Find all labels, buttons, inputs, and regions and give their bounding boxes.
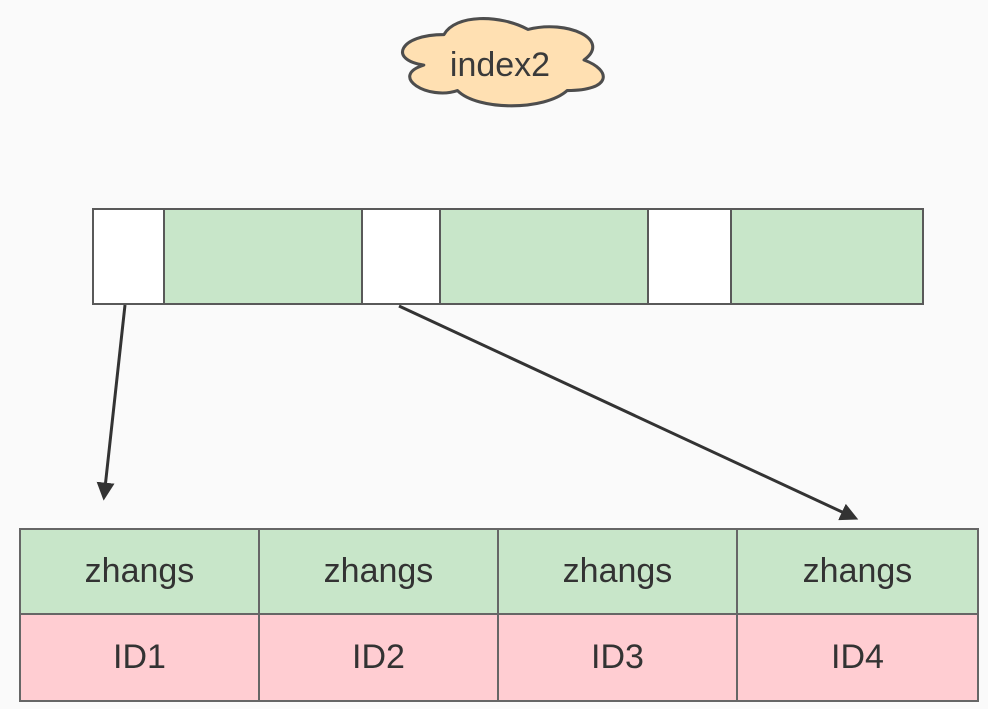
id-cell-1: ID1 [21, 615, 260, 700]
name-cell-3: zhangs [499, 530, 738, 615]
index-cloud: index2 [388, 8, 612, 112]
cloud-icon [401, 17, 605, 108]
name-cell-4: zhangs [738, 530, 977, 615]
index-cloud-label: index2 [449, 45, 551, 84]
id-cell-4: ID4 [738, 615, 977, 700]
index-slot-5-empty [646, 210, 731, 303]
name-cell-1: zhangs [21, 530, 260, 615]
index-slot-4-filled [439, 210, 647, 303]
arrow-slot1-to-col1 [96, 304, 127, 501]
cloud-shape [401, 17, 605, 108]
name-cell-2: zhangs [260, 530, 499, 615]
index-slot-1-empty [94, 210, 163, 303]
id-cell-3: ID3 [499, 615, 738, 700]
index-slot-3-empty [361, 210, 440, 303]
id-cell-2: ID2 [260, 615, 499, 700]
lookup-table: zhangs zhangs zhangs zhangs ID1 ID2 ID3 … [19, 528, 979, 702]
index-slot-2-filled [162, 210, 362, 303]
arrow-slot3-to-col4 [398, 304, 859, 521]
index-bar [92, 208, 924, 305]
index-slot-6-filled [730, 210, 923, 303]
